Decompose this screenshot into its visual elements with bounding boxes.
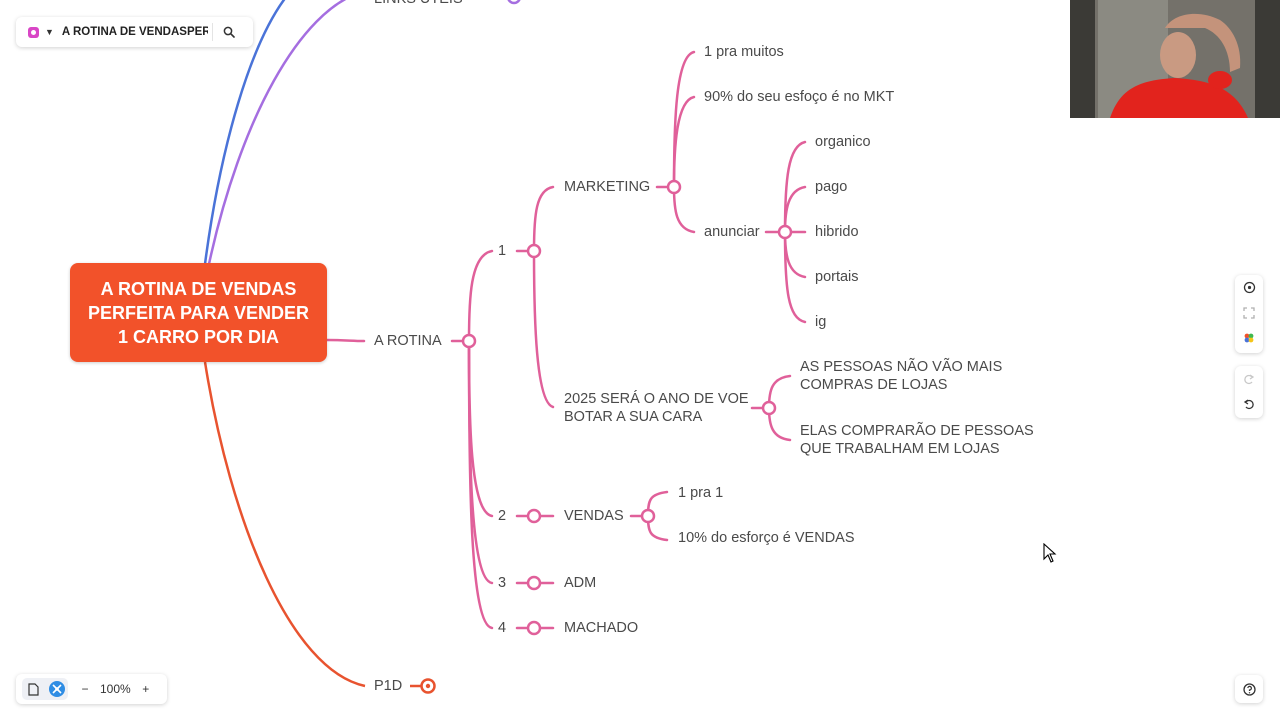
collapse-dot-vendas[interactable] [640,508,656,524]
line-root-rotina [325,338,366,343]
collapse-dot-3[interactable] [526,575,542,591]
node-pago[interactable]: pago [815,179,848,195]
node-hibrido[interactable]: hibrido [815,224,859,240]
view-tools-panel [1235,275,1263,353]
node-pessoas-line-1: AS PESSOAS NÃO VÃO MAIS [800,359,1003,375]
collapse-dot-purple[interactable] [507,0,521,5]
webcam-video [1070,0,1280,118]
redo-icon[interactable] [1235,366,1263,391]
branch-line-purple [207,0,347,265]
node-ig[interactable]: ig [815,314,827,330]
collapse-dot-p1d-inner [425,683,431,689]
history-tools-panel [1235,366,1263,418]
branch-line-orange [203,361,366,688]
node-machado[interactable]: MACHADO [564,620,639,636]
collapse-dot-2025[interactable] [761,400,777,416]
help-button[interactable] [1235,675,1263,703]
root-line-3: 1 CARRO POR DIA [117,326,279,347]
fit-screen-icon[interactable] [1235,300,1263,325]
node-organico[interactable]: organico [815,134,871,150]
collapse-dot-4[interactable] [526,620,542,636]
node-comprarao-line-1: ELAS COMPRARÃO DE PESSOAS [800,423,1034,439]
node-vendas[interactable]: VENDAS [564,508,624,524]
node-anunciar[interactable]: anunciar [704,224,760,240]
node-3[interactable]: 3 [498,575,507,591]
collapse-dot-marketing[interactable] [666,179,682,195]
app-logo-icon[interactable] [28,26,39,38]
view-mode-toggle [22,678,68,700]
node-portais[interactable]: portais [815,269,859,285]
target-icon[interactable] [1235,275,1263,300]
zoom-out-button[interactable]: − [81,682,89,696]
collapse-dot-anunciar[interactable] [777,224,793,240]
node-1-pra-1[interactable]: 1 pra 1 [678,485,724,501]
branch-line-blue [203,0,286,265]
toolbar-divider [211,23,213,41]
node-2[interactable]: 2 [498,508,507,524]
document-toolbar: ▼ A ROTINA DE VENDASPER... [16,17,253,47]
zoom-level[interactable]: 100% [100,682,131,696]
node-links-uteis[interactable]: LINKS ÚTEIS [374,0,463,8]
node-4[interactable]: 4 [498,620,507,636]
help-icon [1242,682,1256,696]
undo-icon[interactable] [1235,391,1263,416]
node-comprarao-line-2: QUE TRABALHAM EM LOJAS [800,441,1000,457]
node-a-rotina[interactable]: A ROTINA [374,333,442,349]
node-marketing[interactable]: MARKETING [564,179,651,195]
collapse-dot-rotina[interactable] [461,333,477,349]
mouse-cursor-icon [1043,543,1057,563]
node-10-vendas[interactable]: 10% do esforço é VENDAS [678,530,855,546]
zoom-in-button[interactable]: + [142,682,150,696]
mindmap-view-icon[interactable] [46,678,68,700]
palette-icon[interactable] [1235,325,1263,350]
chevron-down-icon[interactable]: ▼ [45,27,54,37]
collapse-dot-2[interactable] [526,508,542,524]
root-line-1: A ROTINA DE VENDAS [100,278,297,299]
node-pessoas-line-2: COMPRAS DE LOJAS [800,377,948,393]
node-adm[interactable]: ADM [564,575,597,591]
root-node[interactable]: A ROTINA DE VENDAS PERFEITA PARA VENDER … [70,263,327,362]
node-1-pra-muitos[interactable]: 1 pra muitos [704,44,784,60]
node-p1d[interactable]: P1D [374,678,403,694]
document-view-icon[interactable] [23,678,45,700]
line-rotina-4 [467,339,494,630]
node-pessoas-nao-vao[interactable]: AS PESSOAS NÃO VÃO MAIS COMPRAS DE LOJAS [800,358,1002,394]
node-90-mkt[interactable]: 90% do seu esfoço é no MKT [704,89,895,105]
node-2025-line-2: BOTAR A SUA CARA [564,409,703,425]
node-1[interactable]: 1 [498,243,507,259]
search-icon[interactable] [222,25,236,39]
document-title[interactable]: A ROTINA DE VENDASPER... [61,26,208,38]
node-2025-line-1: 2025 SERÁ O ANO DE VOE [564,391,749,407]
collapse-dot-1[interactable] [526,243,542,259]
node-comprarao[interactable]: ELAS COMPRARÃO DE PESSOAS QUE TRABALHAM … [800,422,1034,458]
node-2025[interactable]: 2025 SERÁ O ANO DE VOE BOTAR A SUA CARA [564,390,749,426]
zoom-toolbar: − 100% + [16,674,167,704]
line-rotina-1 [467,249,494,343]
root-line-2: PERFEITA PARA VENDER [87,302,310,323]
